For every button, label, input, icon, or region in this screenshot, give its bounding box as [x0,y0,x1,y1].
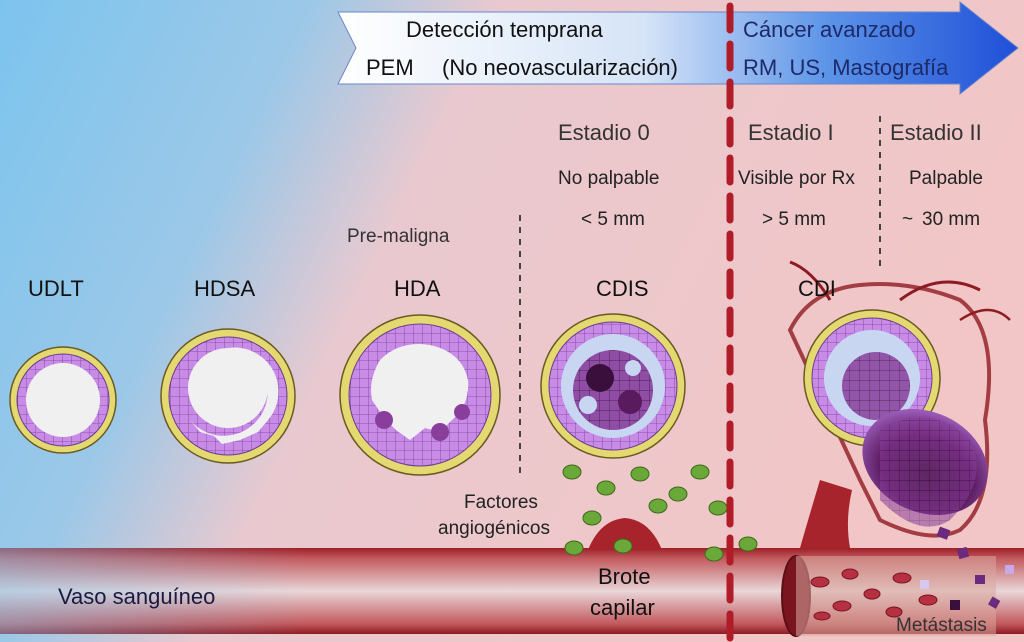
hdsa-duct [160,328,296,464]
arrow-pem-label: PEM [366,55,414,80]
stage-0-size: < 5 mm [581,209,645,230]
stage-1-size: > 5 mm [762,209,826,230]
hda-duct [339,314,501,476]
lesion-label-cdis: CDIS [596,276,649,301]
lesion-label-cdi: CDI [798,276,836,301]
capilar-label: capilar [590,595,655,620]
arrow-title-right: Cáncer avanzado [743,17,916,42]
stage-0-name: Estadio 0 [558,120,650,145]
cdis-duct [540,313,686,459]
red-blood-cells [810,568,938,621]
cdi-duct [787,260,1011,548]
lesion-label-hdsa: HDSA [194,276,256,301]
angiogenicos-label: angiogénicos [438,518,550,539]
udlt-duct [9,346,117,454]
arrow-subtitle-right: RM, US, Mastografía [743,55,949,80]
stage-0-desc: No palpable [558,168,660,189]
lesion-label-hda: HDA [394,276,441,301]
metastasis-label: Metástasis [896,615,987,636]
stage-2-size: 30 mm [922,209,981,230]
angiogenic-factors [562,464,758,562]
brote-label: Brote [598,564,651,589]
lesion-label-udlt: UDLT [28,276,84,301]
stage-1-name: Estadio I [748,120,834,145]
premaligna-label: Pre-maligna [347,226,450,247]
stage-2-desc: Palpable [909,168,983,189]
arrow-title-left: Detección temprana [406,17,603,42]
factores-label: Factores [464,492,538,513]
stage-2-name: Estadio II [890,120,982,145]
vaso-label: Vaso sanguíneo [58,584,216,609]
stage-1-desc: Visible por Rx [738,168,855,189]
stage-2-size-symbol: ~ [902,209,914,230]
arrow-subtitle-left: (No neovascularización) [442,55,678,80]
metastatic-cells [920,526,1014,610]
blood-vessel [0,518,1024,637]
